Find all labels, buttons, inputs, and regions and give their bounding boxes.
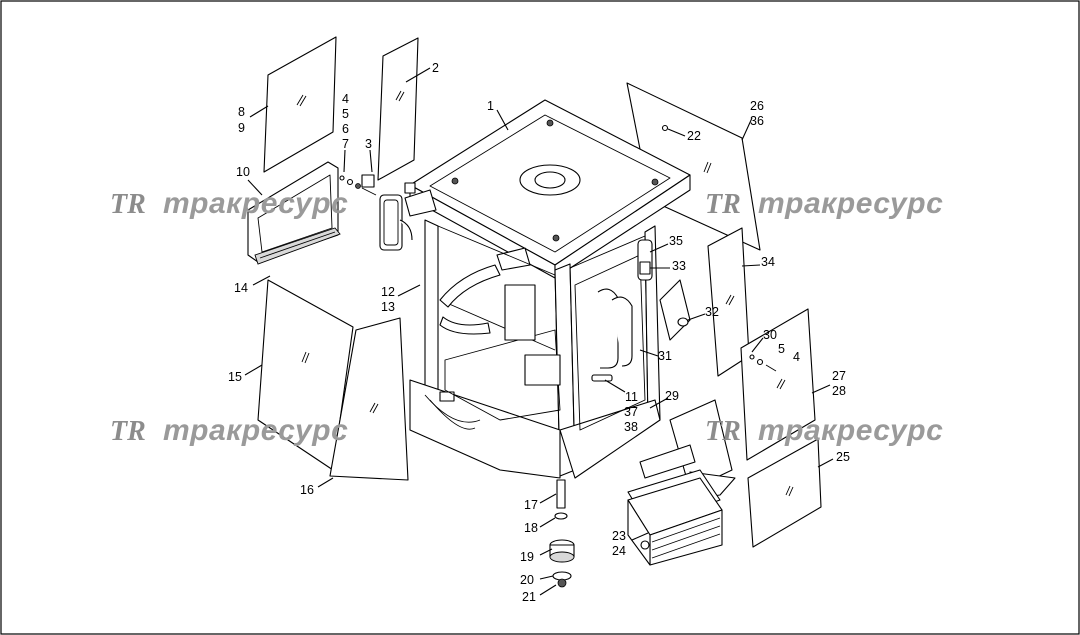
watermark-text: тракресурс [163,187,348,220]
plug-22 [661,124,669,132]
callout-11: 11 [625,390,638,404]
callout-32: 32 [705,305,719,319]
glass-panel-16 [329,317,409,481]
callout-4: 4 [342,92,349,106]
callout-28: 28 [832,384,846,398]
callout-8: 8 [238,105,245,119]
watermark-logo: TR [705,416,741,447]
watermark-logo: TR [110,416,146,447]
callout-23: 23 [612,529,626,543]
sun-visor [247,161,341,265]
callout-14: 14 [234,281,248,295]
callout-5b: 5 [778,342,785,356]
callout-5: 5 [342,107,349,121]
watermark-text: тракресурс [163,414,348,447]
watermark-logo: TR [110,189,146,220]
latch-32 [677,317,689,327]
mirror-bracket [361,174,416,251]
callout-19: 19 [520,550,534,564]
watermark-logo: TR [705,189,741,220]
callout-17: 17 [524,498,538,512]
callout-24: 24 [612,544,626,558]
callout-4b: 4 [793,350,800,364]
callout-3: 3 [365,137,372,151]
callout-25: 25 [836,450,850,464]
glass-panel-25 [747,438,822,548]
watermark-text: тракресурс [758,187,943,220]
leader-lines [244,67,834,596]
callout-33: 33 [672,259,686,273]
fasteners-right [749,354,777,372]
cab-frame [409,219,691,479]
callout-12: 12 [381,285,395,299]
callout-22: 22 [687,129,701,143]
callout-30: 30 [763,328,777,342]
callout-9: 9 [238,121,245,135]
callout-16: 16 [300,483,314,497]
cab-roof [404,99,691,279]
callout-10: 10 [236,165,250,179]
callout-7: 7 [342,137,349,151]
callout-1: 1 [487,99,494,113]
watermark-text: тракресурс [758,414,943,447]
callout-29: 29 [665,389,679,403]
callout-34: 34 [761,255,775,269]
callout-2: 2 [432,61,439,75]
callout-6: 6 [342,122,349,136]
callout-13: 13 [381,300,395,314]
callout-38: 38 [624,420,638,434]
callout-18: 18 [524,521,538,535]
callout-15: 15 [228,370,242,384]
callout-labels: 1 2 3 4 5 6 7 8 9 10 11 12 13 14 15 16 1… [228,61,850,604]
callout-26: 26 [750,99,764,113]
callout-37: 37 [624,405,638,419]
seat-base [627,477,723,566]
callout-36: 36 [750,114,764,128]
fasteners-left [339,175,377,196]
glass-panel-8-9 [263,36,337,173]
callout-27: 27 [832,369,846,383]
glass-panel-27-28 [740,308,816,461]
mirror-bracket-right [637,239,653,281]
callout-20: 20 [520,573,534,587]
glass-panel-2 [377,37,419,181]
callout-35: 35 [669,234,683,248]
watermark: TR тракресурс TR тракресурс TR тракресур… [110,187,943,447]
mount-stack [549,479,575,588]
callout-21: 21 [522,590,536,604]
callout-31: 31 [658,349,672,363]
